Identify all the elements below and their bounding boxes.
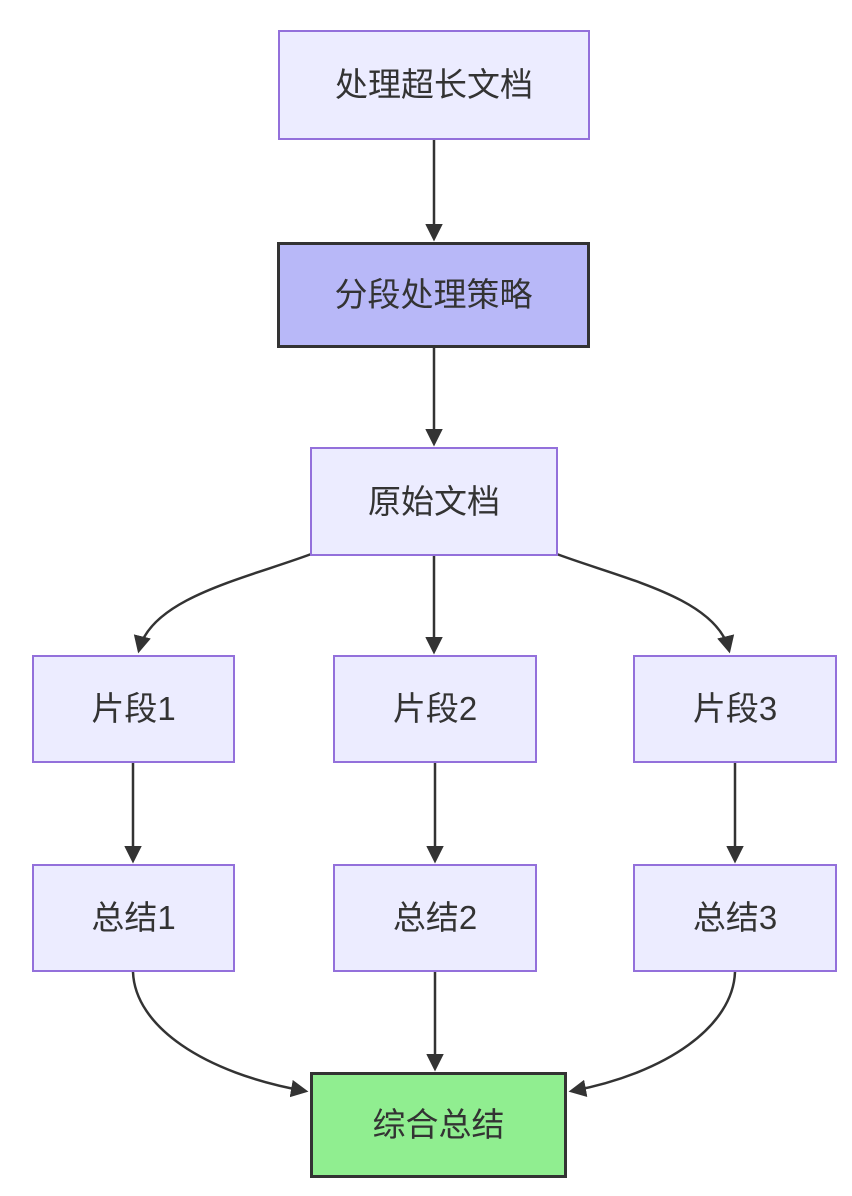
edge-summary1-to-final — [131, 971, 309, 1098]
node-task: 处理超长文档 — [278, 30, 590, 140]
node-summary-1: 总结1 — [32, 864, 235, 972]
node-strategy: 分段处理策略 — [277, 242, 590, 348]
node-fragment-3: 片段3 — [633, 655, 837, 763]
node-source-document: 原始文档 — [310, 447, 558, 556]
edge-source-to-fragment1 — [133, 551, 315, 654]
node-summary-3: 总结3 — [633, 864, 837, 972]
node-summary-2: 总结2 — [333, 864, 537, 972]
edge-summary3-to-final — [568, 971, 737, 1097]
node-fragment-1: 片段1 — [32, 655, 235, 763]
edge-source-to-fragment3 — [553, 551, 735, 654]
node-fragment-2: 片段2 — [333, 655, 537, 763]
node-final-summary: 综合总结 — [310, 1072, 567, 1178]
